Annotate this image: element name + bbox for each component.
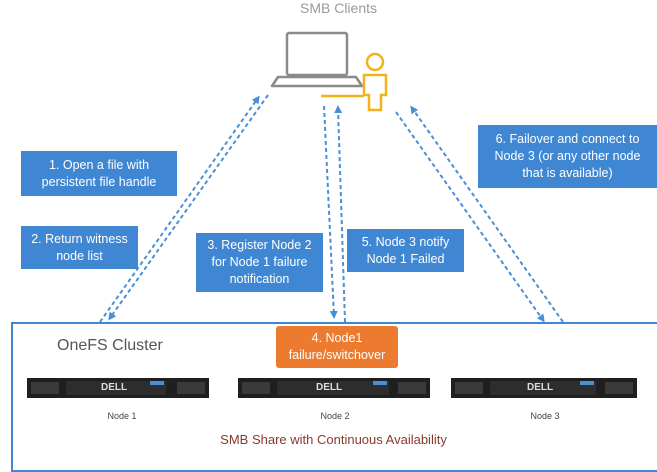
arrow-client-node2	[323, 105, 346, 323]
diagram-graphics	[27, 31, 637, 398]
user-icon	[321, 52, 388, 112]
node-2-label: Node 2	[320, 411, 350, 421]
server-brand-logo-3: DELL	[527, 382, 554, 393]
arrow-client-node1	[99, 94, 269, 323]
server-node3-icon	[451, 378, 637, 398]
node-3-label: Node 3	[530, 411, 560, 421]
arrow-client-node3	[395, 105, 564, 323]
cluster-title: OneFS Cluster	[57, 337, 163, 354]
server-node1-icon	[27, 378, 209, 398]
server-brand-logo-2: DELL	[316, 382, 343, 393]
clients-title: SMB Clients	[299, 0, 378, 16]
server-node2-icon	[238, 378, 430, 398]
step-1-box: 1. Open a file with persistent file hand…	[21, 151, 177, 196]
step-6-box: 6. Failover and connect to Node 3 (or an…	[478, 125, 657, 188]
node-1-label: Node 1	[107, 411, 137, 421]
step-2-box: 2. Return witness node list	[21, 226, 138, 269]
cluster-footer: SMB Share with Continuous Availability	[220, 432, 447, 447]
node1-failure-box: 4. Node1 failure/switchover	[276, 326, 398, 368]
step-3-box: 3. Register Node 2 for Node 1 failure no…	[196, 233, 323, 292]
step-5-box: 5. Node 3 notify Node 1 Failed	[347, 229, 464, 272]
server-brand-logo-1: DELL	[101, 382, 128, 393]
laptop-icon	[270, 31, 364, 88]
